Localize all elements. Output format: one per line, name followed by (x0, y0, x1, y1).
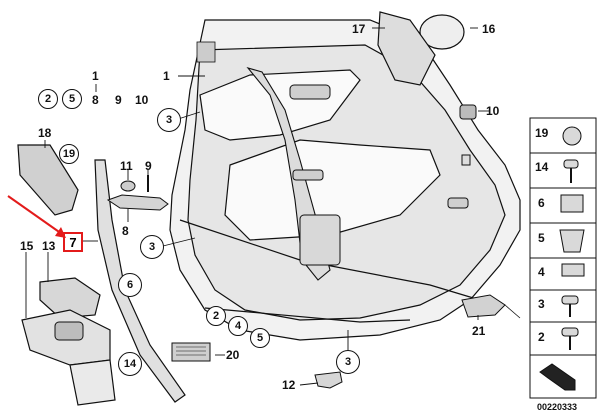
door-handle-upper (289, 84, 331, 100)
rivet-12 (314, 371, 343, 389)
label-part-8-sub: 8 (92, 93, 99, 107)
label-part-17: 17 (352, 22, 366, 36)
cover-cap (419, 14, 465, 50)
label-part-10: 10 (486, 104, 500, 118)
legend-item-14: 14 (535, 160, 549, 174)
label-part-5: 5 (250, 328, 270, 348)
bin-14-flap (69, 359, 116, 406)
light-21 (461, 294, 506, 318)
speaker-cover (17, 144, 79, 216)
legend-icons (539, 126, 585, 391)
clip-small (447, 197, 469, 209)
cap-11 (120, 180, 136, 192)
label-part-12: 12 (282, 378, 296, 392)
label-part-10-sub: 10 (135, 93, 149, 107)
label-part-1-top: 1 (92, 69, 99, 83)
label-part-1-left: 1 (163, 69, 170, 83)
label-part-5-sub: 5 (62, 89, 82, 109)
label-part-15: 15 (20, 239, 34, 253)
label-part-11: 11 (120, 159, 133, 173)
label-part-14: 14 (118, 352, 142, 376)
legend-item-6: 6 (538, 196, 545, 210)
legend-item-5: 5 (538, 231, 545, 245)
label-part-19: 19 (59, 144, 79, 164)
label-part-7-highlighted: 7 (63, 232, 83, 252)
legend-item-2: 2 (538, 330, 545, 344)
clip-10 (459, 104, 477, 120)
label-part-4: 4 (228, 316, 248, 336)
label-part-16: 16 (482, 22, 496, 36)
label-part-3-a: 3 (157, 108, 181, 132)
label-part-6: 6 (118, 273, 142, 297)
grab-handle (106, 194, 169, 211)
legend-item-3: 3 (538, 297, 545, 311)
highlight-arrow (7, 195, 63, 235)
reflector-20 (171, 342, 211, 362)
legend-item-4: 4 (538, 265, 545, 279)
leader-lines (25, 27, 490, 386)
label-part-9: 9 (145, 159, 152, 173)
label-part-8: 8 (122, 224, 129, 238)
label-part-9-sub: 9 (115, 93, 122, 107)
speaker-grille (196, 41, 216, 63)
label-part-20: 20 (226, 348, 240, 362)
label-part-3-c: 3 (336, 350, 360, 374)
label-part-2: 2 (206, 306, 226, 326)
cover-plate (377, 11, 436, 86)
label-part-21: 21 (472, 324, 486, 338)
door-panel (169, 19, 521, 341)
label-part-13: 13 (42, 239, 56, 253)
label-part-2-sub: 2 (38, 89, 58, 109)
door-handle-lower (292, 169, 324, 181)
label-part-18: 18 (38, 126, 52, 140)
tray-13 (39, 277, 101, 319)
legend-panel (529, 117, 597, 399)
bin-cupholder (54, 321, 84, 341)
legend-item-19: 19 (535, 126, 549, 140)
label-part-3-b: 3 (140, 235, 164, 259)
clip-small-2 (461, 154, 471, 166)
door-pocket (299, 214, 341, 266)
diagram-code: 00220333 (537, 402, 578, 412)
